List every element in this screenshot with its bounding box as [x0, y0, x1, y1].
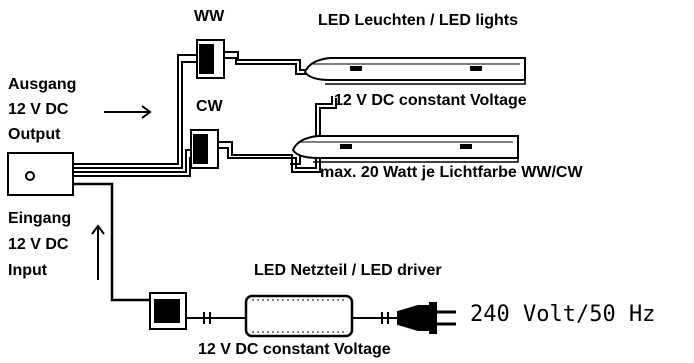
wire-cw-out-2	[218, 96, 333, 169]
wire-ww-2	[73, 61, 197, 169]
wire-ww-out-2	[224, 57, 312, 75]
max-watt-label: max. 20 Watt je Lichtfarbe WW/CW	[320, 164, 583, 181]
constant-voltage-top-label: 12 V DC constant Voltage	[334, 92, 527, 109]
wire-cw-1	[73, 149, 191, 173]
cw-label: CW	[196, 98, 223, 115]
mains-label: 240 Volt/50 Hz	[470, 302, 656, 327]
ausgang-label: Ausgang	[8, 76, 77, 93]
arrow-input	[91, 224, 105, 280]
plug-icon	[397, 302, 456, 334]
wire-cw-out-3	[290, 155, 301, 165]
output-label: Output	[8, 126, 61, 143]
led-driver-label: LED Netzteil / LED driver	[254, 262, 442, 279]
controller-knob-icon	[25, 171, 35, 181]
constant-voltage-bottom-label: 12 V DC constant Voltage	[198, 341, 391, 358]
output-voltage-label: 12 V DC	[8, 101, 69, 118]
arrow-output	[104, 105, 152, 119]
input-voltage-label: 12 V DC	[8, 236, 69, 253]
wire-ww-out-1	[224, 51, 312, 71]
led-light-lower	[291, 135, 519, 163]
led-driver	[244, 294, 354, 338]
eingang-label: Eingang	[8, 210, 72, 227]
led-light-upper	[303, 57, 526, 85]
led-lights-label: LED Leuchten / LED lights	[318, 12, 519, 29]
input-label: Input	[8, 262, 48, 279]
controller-box	[7, 152, 74, 196]
wire-ww-1	[73, 54, 197, 165]
wire-cw-out-1	[218, 98, 337, 173]
wire-input	[73, 182, 150, 302]
ww-label: WW	[194, 8, 225, 25]
